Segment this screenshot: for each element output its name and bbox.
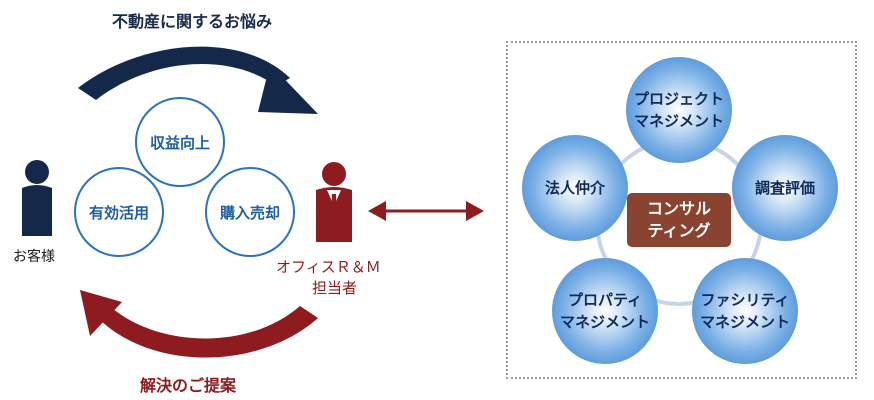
- circle-revenue: 収益向上: [135, 97, 225, 187]
- service-property-management: プロパティ マネジメント: [552, 258, 658, 364]
- customer-label: お客様: [13, 249, 55, 265]
- circle-buy-sell: 購入売却: [205, 167, 295, 257]
- service-facility-line1: ファシリティ: [700, 291, 790, 309]
- service-brokerage-line1: 法人仲介: [544, 179, 605, 197]
- service-facility-management: ファシリティ マネジメント: [692, 258, 798, 364]
- double-arrow-right-head: [466, 201, 484, 221]
- bottom-arc-arrow: [96, 306, 318, 358]
- service-property-line2: マネジメント: [559, 313, 650, 331]
- bottom-arrow-head: [80, 290, 122, 336]
- agent-person-icon: [316, 162, 352, 242]
- consulting-line1: コンサル: [646, 199, 711, 218]
- bottom-caption: 解決のご提案: [140, 376, 237, 395]
- service-corporate-brokerage: 法人仲介: [522, 135, 628, 241]
- circle-revenue-label: 収益向上: [149, 133, 210, 152]
- circle-buy-sell-label: 購入売却: [219, 203, 280, 222]
- agent-label-line1: オフィスＲ＆Ｍ: [276, 258, 381, 276]
- consulting-box: コンサル ティング: [627, 193, 731, 247]
- top-caption: 不動産に関するお悩み: [112, 12, 273, 31]
- double-arrow-left-head: [368, 201, 386, 221]
- services-frame: [506, 41, 857, 379]
- service-survey-valuation: 調査評価: [732, 135, 838, 241]
- service-survey-line1: 調査評価: [754, 179, 815, 197]
- service-project-management: プロジェクト マネジメント: [626, 57, 732, 163]
- top-arc-arrow: [78, 46, 290, 100]
- customer-person-icon: [22, 160, 52, 236]
- top-arrow-head: [258, 64, 318, 114]
- agent-label-line2: 担当者: [312, 279, 358, 297]
- circle-utilization: 有効活用: [74, 167, 164, 257]
- circle-utilization-label: 有効活用: [88, 203, 149, 222]
- service-property-line1: プロパティ: [567, 291, 643, 309]
- service-project-line2: マネジメント: [633, 112, 724, 130]
- service-facility-line2: マネジメント: [699, 313, 790, 331]
- service-project-line1: プロジェクト: [633, 90, 724, 108]
- consulting-line2: ティング: [647, 221, 711, 240]
